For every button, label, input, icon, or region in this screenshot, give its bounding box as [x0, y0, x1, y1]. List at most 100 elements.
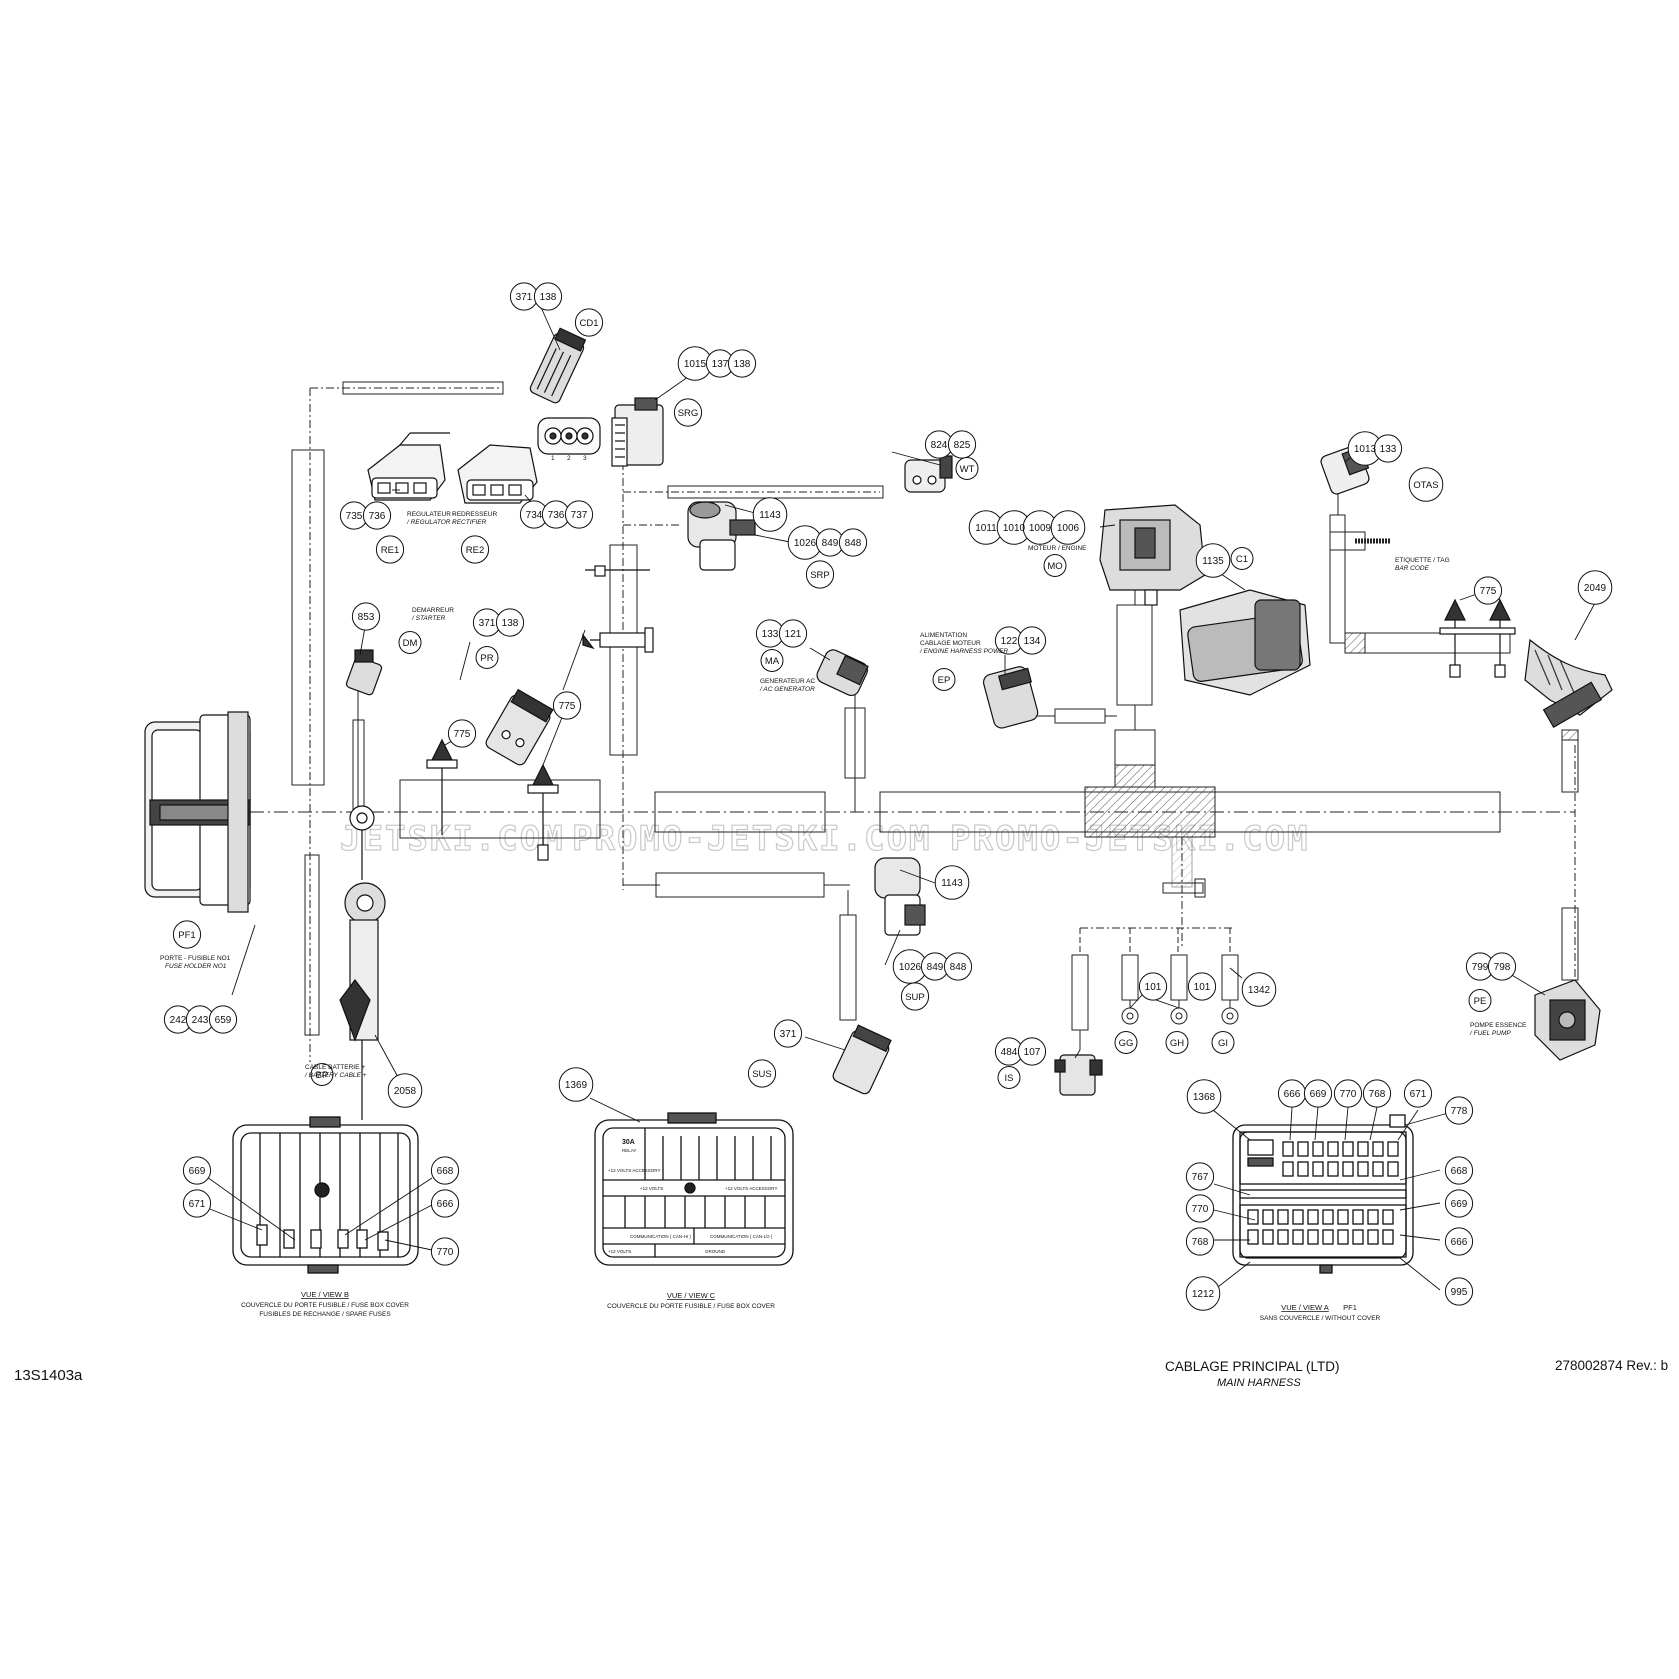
callout-circle: [778, 619, 808, 648]
code-mo: MO: [1047, 561, 1062, 572]
callout-circle: [430, 1237, 460, 1266]
callout-775-left: 775: [454, 729, 471, 740]
callout-circle: [1185, 1162, 1215, 1191]
callout-circle: [182, 1156, 212, 1185]
view-c-drawing: [594, 1112, 794, 1266]
relay-label: RELAY: [622, 1148, 636, 1153]
callout-circle: [430, 1189, 460, 1218]
callout-circle: [947, 430, 977, 459]
callout-circle: [997, 1066, 1021, 1089]
wt-connector-drawing: [904, 455, 953, 493]
callout-circle: [1017, 1037, 1047, 1066]
callout-circle: [1211, 1031, 1235, 1054]
callout-circle: [558, 1067, 594, 1102]
leader-lines: [199, 304, 1596, 1291]
pin-3: 3: [583, 455, 587, 462]
code-srp: SRP: [810, 570, 830, 581]
label-alim-en: / ENGINE HARNESS POWER: [919, 648, 1008, 655]
callout-circle: [727, 349, 757, 378]
code-sus: SUS: [752, 1069, 772, 1080]
callout-sup-1143: 1143: [941, 878, 963, 889]
callout-1342: 1342: [1248, 985, 1271, 996]
descriptive-labels: REGULATEUR - REDRESSEUR / REGULATOR - RE…: [160, 455, 1527, 1079]
label-gen-en: / AC GENERATOR: [759, 686, 815, 693]
callout-circle: [752, 497, 788, 532]
callout-circle: [533, 282, 563, 311]
callout-otas-133: 133: [1380, 444, 1397, 455]
callout-cd1-371: 371: [516, 292, 533, 303]
label-redresseur-fr: REDRESSEUR: [452, 511, 497, 518]
callout-vb-666: 666: [437, 1199, 454, 1210]
callout-circle: [1195, 543, 1231, 578]
callout-gi-101: 101: [1194, 982, 1211, 993]
mo-engine-connector-drawing: [1099, 504, 1206, 606]
callout-circle: [475, 646, 499, 669]
drawing-subtitle: MAIN HARNESS: [1217, 1377, 1301, 1389]
callout-circle: [182, 1189, 212, 1218]
re2-connector-drawing: [457, 444, 538, 504]
callout-circle: [773, 1019, 803, 1048]
ep-connector-drawing: [982, 666, 1039, 729]
callout-otas-1013: 1013: [1354, 444, 1377, 455]
callout-va-778: 778: [1451, 1106, 1468, 1117]
view-b-drawing: [232, 1116, 419, 1274]
sus-connector-drawing: [832, 1024, 892, 1095]
callout-circle: [1185, 1194, 1215, 1223]
label-regulateur-en: / REGULATOR -: [406, 519, 455, 526]
dm-starter-drawing: [345, 649, 383, 696]
code-gi: GI: [1218, 1038, 1228, 1049]
connector-codes: CD1 SRG WT RE1 RE2 SRP MO C1 OTAS DM PR …: [178, 318, 1486, 1084]
label-redresseur-en: RECTIFIER: [452, 519, 487, 526]
callout-circle: [1186, 1079, 1222, 1114]
code-cd1: CD1: [579, 318, 598, 329]
callout-circle: [1114, 1031, 1138, 1054]
code-dm: DM: [403, 638, 418, 649]
callout-circle: [1403, 1079, 1433, 1108]
callout-circle: [1165, 1031, 1189, 1054]
boot-drawing: [1524, 638, 1613, 728]
connector-pin-face-drawing: [537, 417, 601, 455]
view-c-title: VUE / VIEW C: [667, 1291, 716, 1300]
callout-is-107: 107: [1024, 1047, 1041, 1058]
code-sup: SUP: [905, 992, 925, 1003]
view-b-line2: FUSIBLES DE RECHANGE / SPARE FUSES: [259, 1311, 391, 1318]
callout-bp-2058: 2058: [394, 1086, 417, 1097]
ma-connector-drawing: [816, 649, 869, 697]
callout-circle: [1050, 510, 1086, 545]
callout-srg-1015: 1015: [684, 359, 707, 370]
callout-circle: [934, 865, 970, 900]
callout-srp-848: 848: [845, 538, 862, 549]
callout-vc-1369: 1369: [565, 1080, 588, 1091]
callout-sus-371: 371: [780, 1029, 797, 1040]
callout-va-768-left: 768: [1192, 1237, 1209, 1248]
callout-circle: [172, 920, 202, 949]
label-alim-fr1: ALIMENTATION: [920, 632, 967, 639]
code-ma: MA: [765, 656, 780, 667]
label-pf1-en: FUSE HOLDER NO1: [165, 963, 227, 970]
callout-sup-849: 849: [927, 962, 944, 973]
callout-srp-849: 849: [822, 538, 839, 549]
callout-pf1-243: 243: [192, 1015, 209, 1026]
callout-circle: [1241, 972, 1277, 1007]
callout-va-668: 668: [1451, 1166, 1468, 1177]
callout-re2-736: 736: [548, 510, 565, 521]
callout-circle: [1444, 1277, 1474, 1306]
code-gg: GG: [1119, 1038, 1134, 1049]
label-demarreur-en: / STARTER: [411, 615, 446, 622]
srg-connector-drawing: [611, 397, 664, 467]
code-otas: OTAS: [1413, 480, 1438, 491]
callout-775-pump: 775: [1480, 586, 1497, 597]
callout-va-666-right: 666: [1451, 1237, 1468, 1248]
callout-circle: [943, 952, 973, 981]
callout-va-671-top: 671: [1410, 1089, 1427, 1100]
callout-circle: [398, 631, 422, 654]
callout-srg-138: 138: [734, 359, 751, 370]
callout-re2-734: 734: [526, 510, 543, 521]
callout-circle: [747, 1059, 777, 1088]
callout-ep-134: 134: [1024, 636, 1041, 647]
callout-wt-824: 824: [931, 440, 948, 451]
accessory-label-3: +12 VOLTS: [608, 1249, 631, 1254]
callout-circle: [1373, 434, 1403, 463]
callout-va-669-right: 669: [1451, 1199, 1468, 1210]
callout-circle: [1408, 467, 1444, 502]
